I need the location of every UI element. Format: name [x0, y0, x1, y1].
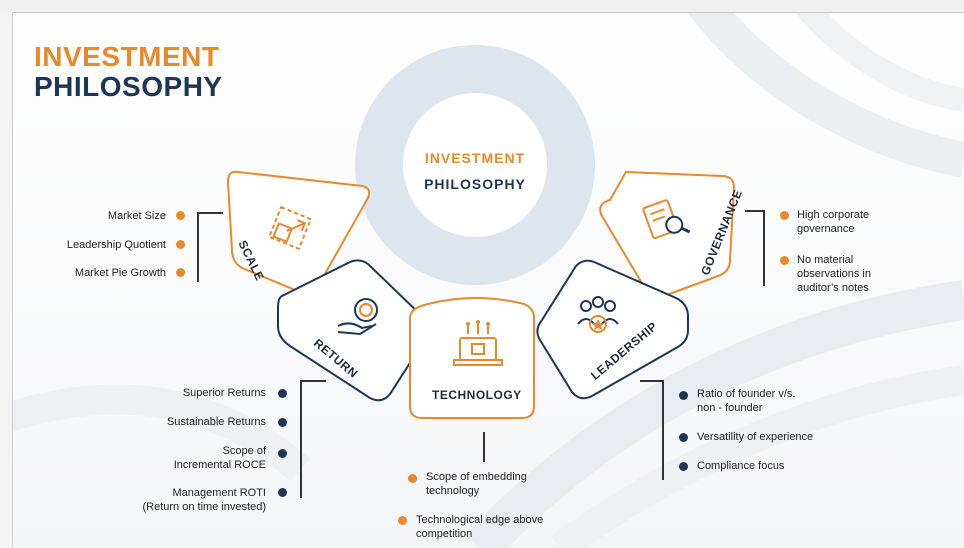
- scale-connector-tick: [197, 212, 223, 214]
- bullet-dot: [278, 449, 287, 458]
- bullet-dot: [176, 268, 185, 277]
- return-point: Superior Returns: [182, 387, 266, 399]
- scale-point: Market Size: [107, 210, 166, 222]
- leadership-point: Compliance focus: [697, 460, 785, 472]
- scale-connector: [197, 212, 199, 282]
- petal-leadership: [536, 259, 689, 400]
- petal-governance: [599, 170, 736, 299]
- return-point: Sustainable Returns: [166, 416, 266, 428]
- bullet-dot: [679, 462, 688, 471]
- page-title: INVESTMENT PHILOSOPHY: [34, 42, 223, 102]
- center-title-line-1: INVESTMENT: [424, 150, 526, 166]
- bullet-dot: [278, 389, 287, 398]
- governance-connector: [763, 210, 765, 286]
- petal-return: [277, 259, 430, 402]
- bullet-dot: [278, 418, 287, 427]
- bullet-dot: [780, 211, 789, 220]
- leadership-connector: [662, 380, 664, 480]
- bullet-dot: [679, 391, 688, 400]
- scale-point: Leadership Quotient: [66, 239, 166, 251]
- scale-point: Market Pie Growth: [74, 267, 166, 279]
- technology-label: TECHNOLOGY: [432, 388, 522, 402]
- return-connector-tick: [300, 380, 326, 382]
- bullet-dot: [176, 211, 185, 220]
- bullet-dot: [679, 433, 688, 442]
- title-line-2: PHILOSOPHY: [34, 71, 223, 102]
- audit-magnifier-icon: [642, 199, 691, 240]
- return-point: Management ROTI (Return on time invested…: [142, 487, 267, 513]
- leadership-connector-tick: [640, 380, 663, 382]
- technology-connector: [483, 432, 485, 462]
- window-left-edge: [0, 12, 13, 548]
- governance-point: No material observations in auditor’s no…: [797, 254, 871, 294]
- bullet-dot: [278, 488, 287, 497]
- return-point: Scope of Incremental ROCE: [173, 445, 266, 471]
- center-title-line-2: PHILOSOPHY: [424, 176, 526, 192]
- team-star-icon: [577, 296, 619, 333]
- window-top-edge: [0, 0, 964, 13]
- technology-point: Scope of embedding technology: [426, 471, 527, 497]
- bullet-dot: [780, 256, 789, 265]
- petal-technology: [409, 297, 535, 419]
- bullet-dot: [398, 516, 407, 525]
- laptop-circuit-icon: [453, 320, 503, 366]
- technology-point: Technological edge above competition: [416, 514, 544, 540]
- title-line-1: INVESTMENT: [34, 41, 220, 72]
- bullet-dot: [176, 240, 185, 249]
- coin-hand-icon: [337, 298, 378, 336]
- leadership-point: Versatility of experience: [697, 431, 814, 443]
- governance-point: High corporate governance: [797, 209, 870, 235]
- governance-connector-tick: [745, 210, 764, 212]
- leadership-point: Ratio of founder v/s. non - founder: [697, 388, 796, 414]
- bullet-dot: [408, 474, 417, 483]
- center-inner-circle: [403, 93, 547, 237]
- return-connector: [300, 380, 302, 498]
